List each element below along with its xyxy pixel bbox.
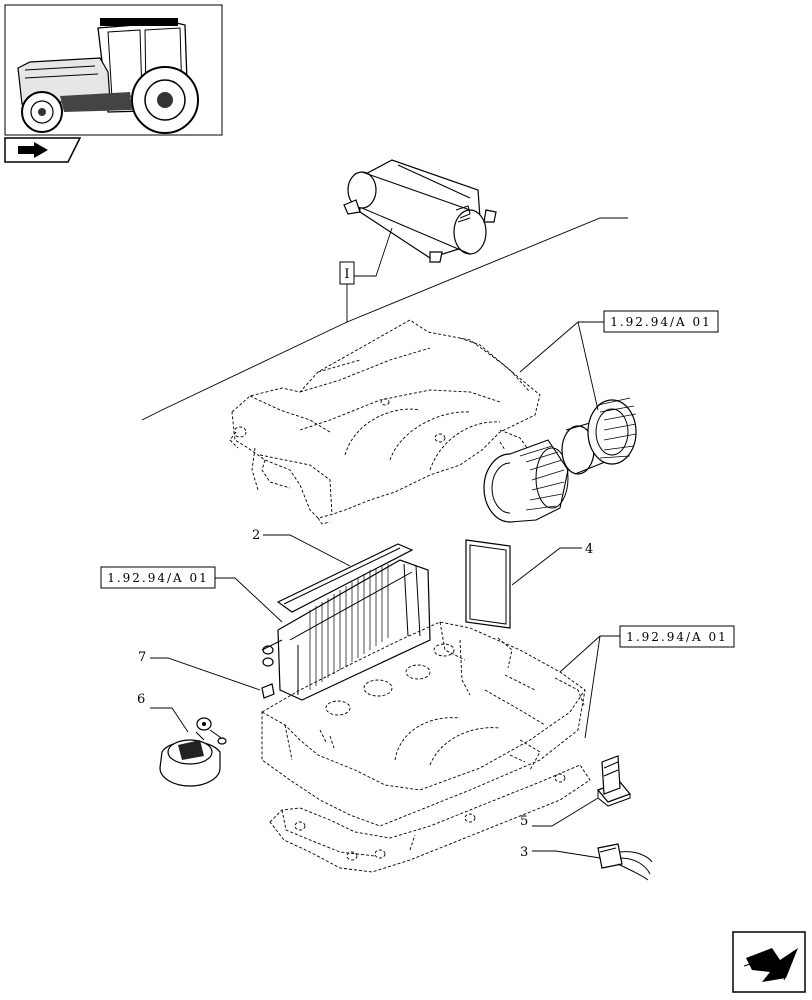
upper-housing bbox=[229, 319, 541, 525]
ref-left-box bbox=[100, 566, 216, 589]
reference-top: 1.92.94/A 01 bbox=[610, 315, 712, 329]
callout-7: 7 bbox=[138, 650, 146, 665]
heater-core bbox=[261, 559, 431, 701]
lower-housing bbox=[261, 621, 586, 827]
callout-5: 5 bbox=[520, 814, 528, 829]
ref-right-box bbox=[619, 625, 735, 648]
callout-4: 4 bbox=[585, 542, 593, 557]
reference-right: 1.92.94/A 01 bbox=[626, 630, 728, 644]
part-4-filter bbox=[465, 539, 511, 629]
part-2-strip bbox=[276, 543, 414, 613]
reference-left: 1.92.94/A 01 bbox=[107, 571, 209, 585]
callout-6: 6 bbox=[137, 692, 145, 707]
section-arrow-icon bbox=[4, 137, 82, 163]
part-6-valve bbox=[159, 717, 227, 787]
blower-fans bbox=[483, 397, 637, 523]
group-label: I bbox=[344, 267, 349, 282]
part-i-component bbox=[343, 159, 497, 263]
base-plate bbox=[269, 764, 591, 873]
tractor-cab-thumbnail bbox=[4, 4, 223, 136]
callout-3: 3 bbox=[520, 845, 528, 860]
next-page-arrow-icon[interactable] bbox=[732, 931, 806, 993]
callout-2: 2 bbox=[252, 528, 260, 543]
part-3-connector bbox=[597, 843, 653, 881]
part-5-resistor bbox=[596, 755, 632, 807]
part-7-connector bbox=[261, 683, 275, 699]
ref-top-box bbox=[603, 310, 719, 333]
